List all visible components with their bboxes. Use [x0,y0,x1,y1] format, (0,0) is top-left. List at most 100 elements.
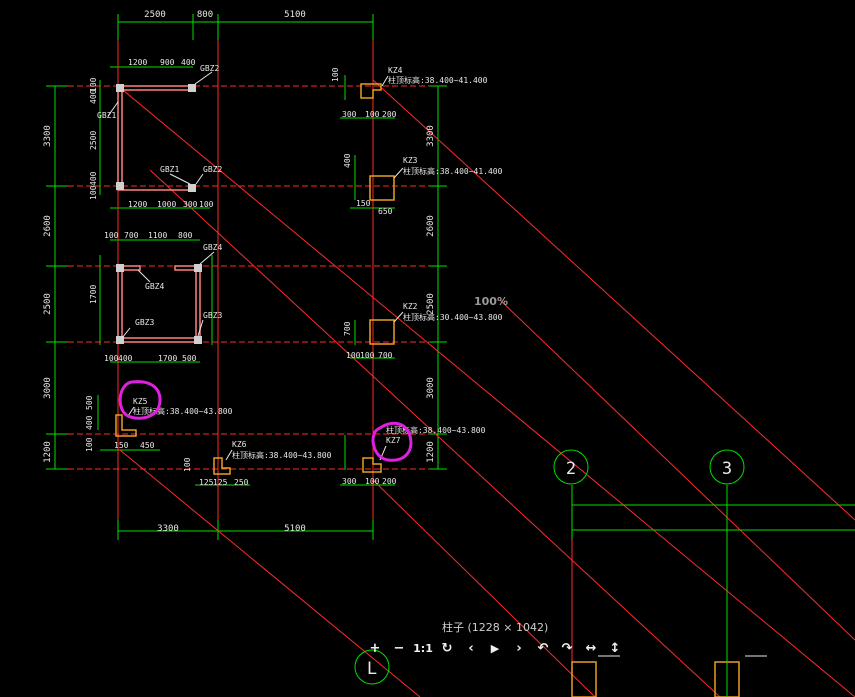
label-2: 400 [181,58,196,67]
label-30: 400 [85,415,94,430]
label-59: KZ7 [386,436,401,445]
label-61: 300 [342,477,357,486]
label-28: 500 [182,354,197,363]
play-icon[interactable]: ▶ [490,641,500,655]
actual-size-button[interactable]: 1:1 [413,641,433,655]
grid-bottom-right: 2 3 L [354,449,855,697]
dim-bottom-2: 5100 [284,524,306,534]
axis-bubble-2 [553,449,589,485]
column-kz2 [369,319,395,345]
dim-left-2: 2600 [43,215,53,237]
dim-top-3: 5100 [284,10,306,20]
label-3: GBZ2 [200,64,219,73]
label-41: 柱顶标高:38.400~41.400 [403,166,503,176]
label-45: KZ2 [403,302,418,311]
dim-right-5: 1200 [426,441,436,463]
image-caption: 柱子 (1228 × 1042) [442,621,549,634]
dimension-lines [46,14,447,540]
previous-icon[interactable]: ‹ [468,640,474,656]
dim-left-1: 3300 [43,125,53,147]
next-icon[interactable]: › [516,640,522,656]
wall-fill [116,84,202,344]
column-kz4 [360,83,382,99]
markup-circle-kz5 [118,380,162,420]
detail-labels: 1200 900 400 GBZ2 100 400 2500 GBZ1 400 … [85,58,503,487]
shear-walls [117,85,201,343]
axis-bubble-l-label: L [367,659,377,679]
label-22: GBZ3 [135,318,154,327]
axis-bubble-3 [709,449,745,485]
label-8: 400 [89,171,98,186]
fit-height-icon[interactable]: ↕ [609,640,621,656]
label-53: KZ6 [232,440,247,449]
label-34: KZ4 [388,66,403,75]
markup-circle-kz7 [371,421,413,462]
label-50: 700 [378,351,393,360]
label-57: 125 [213,478,228,487]
zoom-in-button[interactable]: + [369,640,381,656]
label-19: 800 [178,231,193,240]
label-31: 150 [114,441,129,450]
column-kz6 [213,457,231,475]
column-kz3 [369,175,395,201]
label-32: 450 [140,441,155,450]
label-13: 100 [199,200,214,209]
dim-top-1: 2500 [144,10,166,20]
label-23: GBZ3 [203,311,222,320]
fit-width-icon[interactable]: ↔ [585,640,597,656]
label-27: 1700 [158,354,177,363]
axis-bubble-3-label: 3 [722,459,732,479]
label-54: 柱顶标高:38.400~43.800 [232,450,332,460]
label-42: 400 [343,153,352,168]
axis-bubble-l [354,649,390,685]
label-55: 100 [183,457,192,472]
dim-right-3: 2500 [426,293,436,315]
label-35: 柱顶标高:38.400~41.400 [388,75,488,85]
label-46: 柱顶标高:30.400~43.800 [403,312,503,322]
label-56: 125 [199,478,214,487]
dim-right-4: 3000 [426,377,436,399]
rotate-icon[interactable]: ↻ [441,640,453,656]
label-12: 300 [183,200,198,209]
label-18: 1100 [148,231,167,240]
undo-icon[interactable]: ↶ [537,640,549,656]
label-16: 100 [104,231,119,240]
axis-lines [68,40,855,697]
markup-annotations [118,380,413,462]
label-10: 1200 [128,200,147,209]
label-4: 100 [89,77,98,92]
label-9: 100 [89,185,98,200]
column-kz1-a [571,661,597,697]
label-15: GBZ2 [203,165,222,174]
viewer-toolbar: + − 1:1 ↻ ‹ ▶ › ↶ ↷ ↔ ↕ [364,636,626,660]
label-29: 100 [85,437,94,452]
label-6: 2500 [89,131,98,150]
label-51: KZ5 [133,397,148,406]
label-40: KZ3 [403,156,418,165]
label-49: 100 [360,351,375,360]
label-25: 100 [104,354,119,363]
label-44: 650 [378,207,393,216]
label-38: 100 [365,110,380,119]
label-7: GBZ1 [97,111,116,120]
label-21: GBZ4 [145,282,164,291]
label-24: 1700 [89,285,98,304]
label-39: 200 [382,110,397,119]
label-33: 500 [85,395,94,410]
column-kz7 [362,457,382,473]
label-62: 100 [365,477,380,486]
label-43: 150 [356,199,371,208]
label-26: 400 [118,354,133,363]
label-20: GBZ4 [203,243,222,252]
columns [115,83,740,697]
zoom-out-button[interactable]: − [393,640,405,656]
dim-left-4: 3000 [43,377,53,399]
dim-left-5: 1200 [43,441,53,463]
label-14: GBZ1 [160,165,179,174]
dim-top-2: 800 [197,10,213,20]
label-11: 1000 [157,200,176,209]
label-36: 100 [331,67,340,82]
zoom-indicator: 100% [474,295,508,308]
redo-icon[interactable]: ↷ [561,640,573,656]
